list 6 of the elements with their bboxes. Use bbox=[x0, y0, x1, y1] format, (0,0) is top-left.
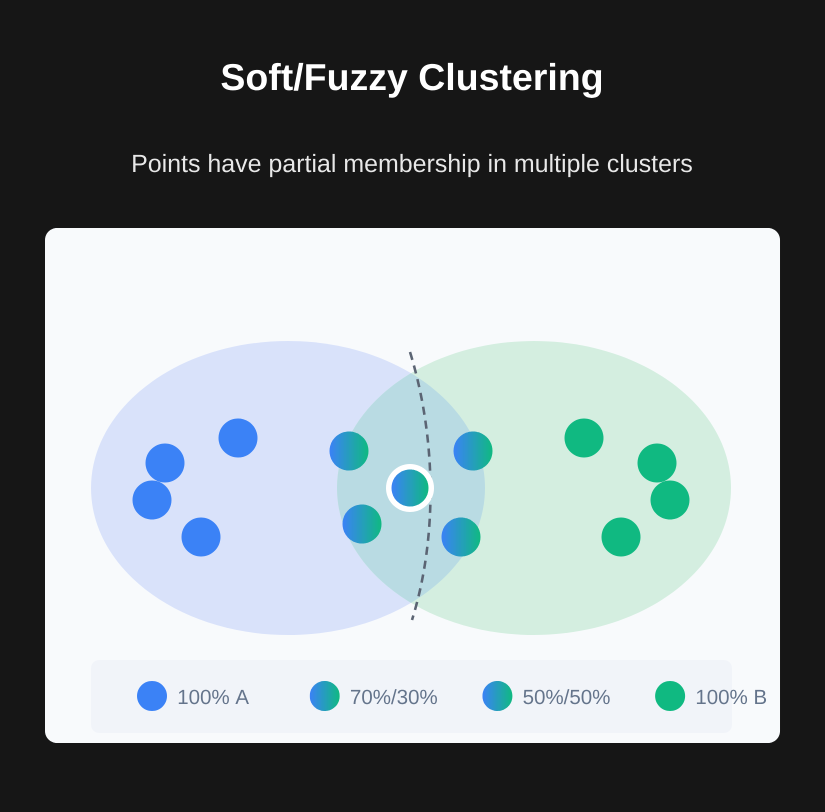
legend-label: 70%/30% bbox=[351, 689, 437, 704]
title: Soft/Fuzzy Clustering bbox=[221, 62, 602, 98]
subtitle: Points have partial membership in multiple clusters bbox=[133, 154, 692, 178]
legend-label: 100% A bbox=[178, 690, 249, 704]
legend-label: 100% B bbox=[696, 690, 766, 704]
legend-label: 50%/50% bbox=[523, 689, 610, 704]
